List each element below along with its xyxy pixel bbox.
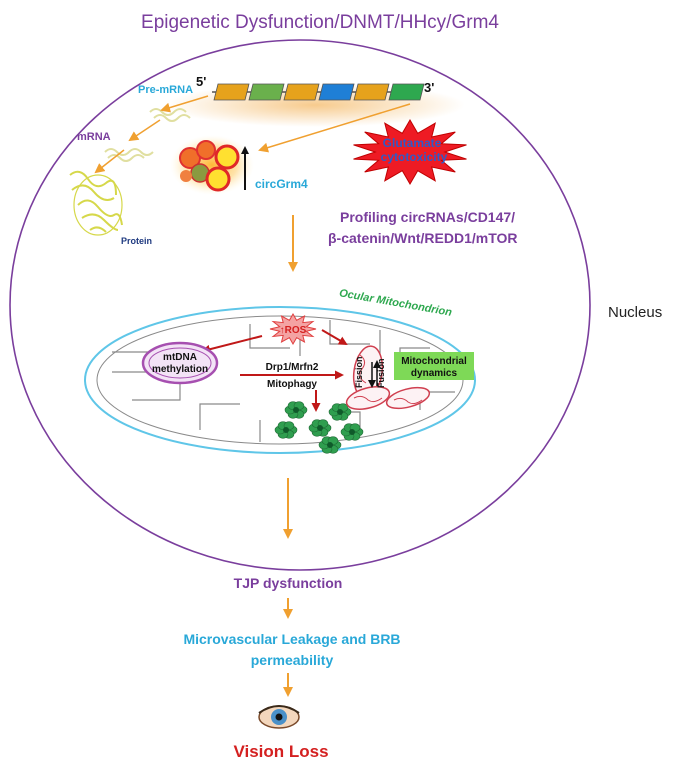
transcription-arrows [94, 95, 411, 174]
mitochondrial-dynamics-box: Mitochondrial dynamics [394, 352, 474, 380]
diagram-title: Epigenetic Dysfunction/DNMT/HHcy/Grm4 [141, 12, 499, 33]
gene-strand: 5' 3' [165, 74, 465, 127]
mrna-label: mRNA [77, 131, 111, 143]
gene-exon-segment [248, 83, 285, 101]
gene-exon-segment [283, 83, 320, 101]
leakage-label-line1: Microvascular Leakage and BRB [183, 631, 400, 647]
fusion-label: Fusion [376, 359, 386, 389]
mitophagy-label: Mitophagy [267, 379, 317, 390]
mitophagy-vesicle-core [337, 409, 343, 415]
tjp-dysfunction-label: TJP dysfunction [234, 575, 343, 591]
gene-exon-segment [353, 83, 390, 101]
mtdna-label-line2: methylation [152, 364, 208, 375]
nucleus-membrane [9, 39, 591, 571]
fission-label: Fission [354, 356, 364, 388]
profiling-line2: β-catenin/Wnt/REDD1/mTOR [328, 230, 518, 246]
eye-icon [258, 705, 300, 729]
gene-three-prime: 3' [424, 80, 434, 95]
dynamics-label-line1: Mitochondrial [401, 356, 467, 367]
gene-exon-segment [213, 83, 250, 101]
leakage-label-line2: permeability [251, 652, 334, 668]
ros-label: ↑ROS [280, 325, 307, 336]
circrna-label: circGrm4 [255, 177, 308, 191]
mitophagy-vesicle-core [293, 407, 299, 413]
mitophagy-vesicle-core [327, 442, 333, 448]
gene-exon-segment [388, 83, 425, 101]
protein-label: Protein [121, 236, 152, 246]
mrna-strand-icon [104, 148, 154, 162]
mitophagy-vesicle-core [349, 429, 355, 435]
mitophagy-vesicles [274, 401, 364, 454]
pre-mrna-label: Pre-mRNA [138, 84, 193, 96]
mtdna-methylation: mtDNA methylation [141, 341, 219, 385]
gene-five-prime: 5' [196, 74, 206, 89]
protein-structure-icon [69, 170, 123, 236]
gene-exon-segment [318, 83, 355, 101]
nucleus-label: Nucleus [608, 304, 662, 321]
dynamics-label-line2: dynamics [411, 368, 458, 379]
ros-to-mtdna-arrow [201, 335, 263, 354]
pre-mrna-strand-icon [149, 108, 191, 122]
profiling-line1: Profiling circRNAs/CD147/ [340, 209, 515, 225]
drp1-label: Drp1/Mrfn2 [266, 362, 319, 373]
ros-burst: ↑ROS [269, 312, 317, 346]
mitophagy-vesicle-core [317, 425, 323, 431]
glutamate-label-line2: cytotoxicity [381, 150, 448, 164]
glutamate-cytotoxicity-burst: Glutamate cytotoxicity [353, 119, 467, 185]
mitophagy-vesicle-core [283, 427, 289, 433]
vision-loss-label: Vision Loss [233, 742, 328, 761]
glutamate-label-line1: Glutamate [383, 136, 442, 150]
ros-to-dynamics-arrow [321, 329, 348, 346]
mtdna-label-line1: mtDNA [163, 352, 197, 363]
circrna-cluster-icon [170, 135, 254, 195]
